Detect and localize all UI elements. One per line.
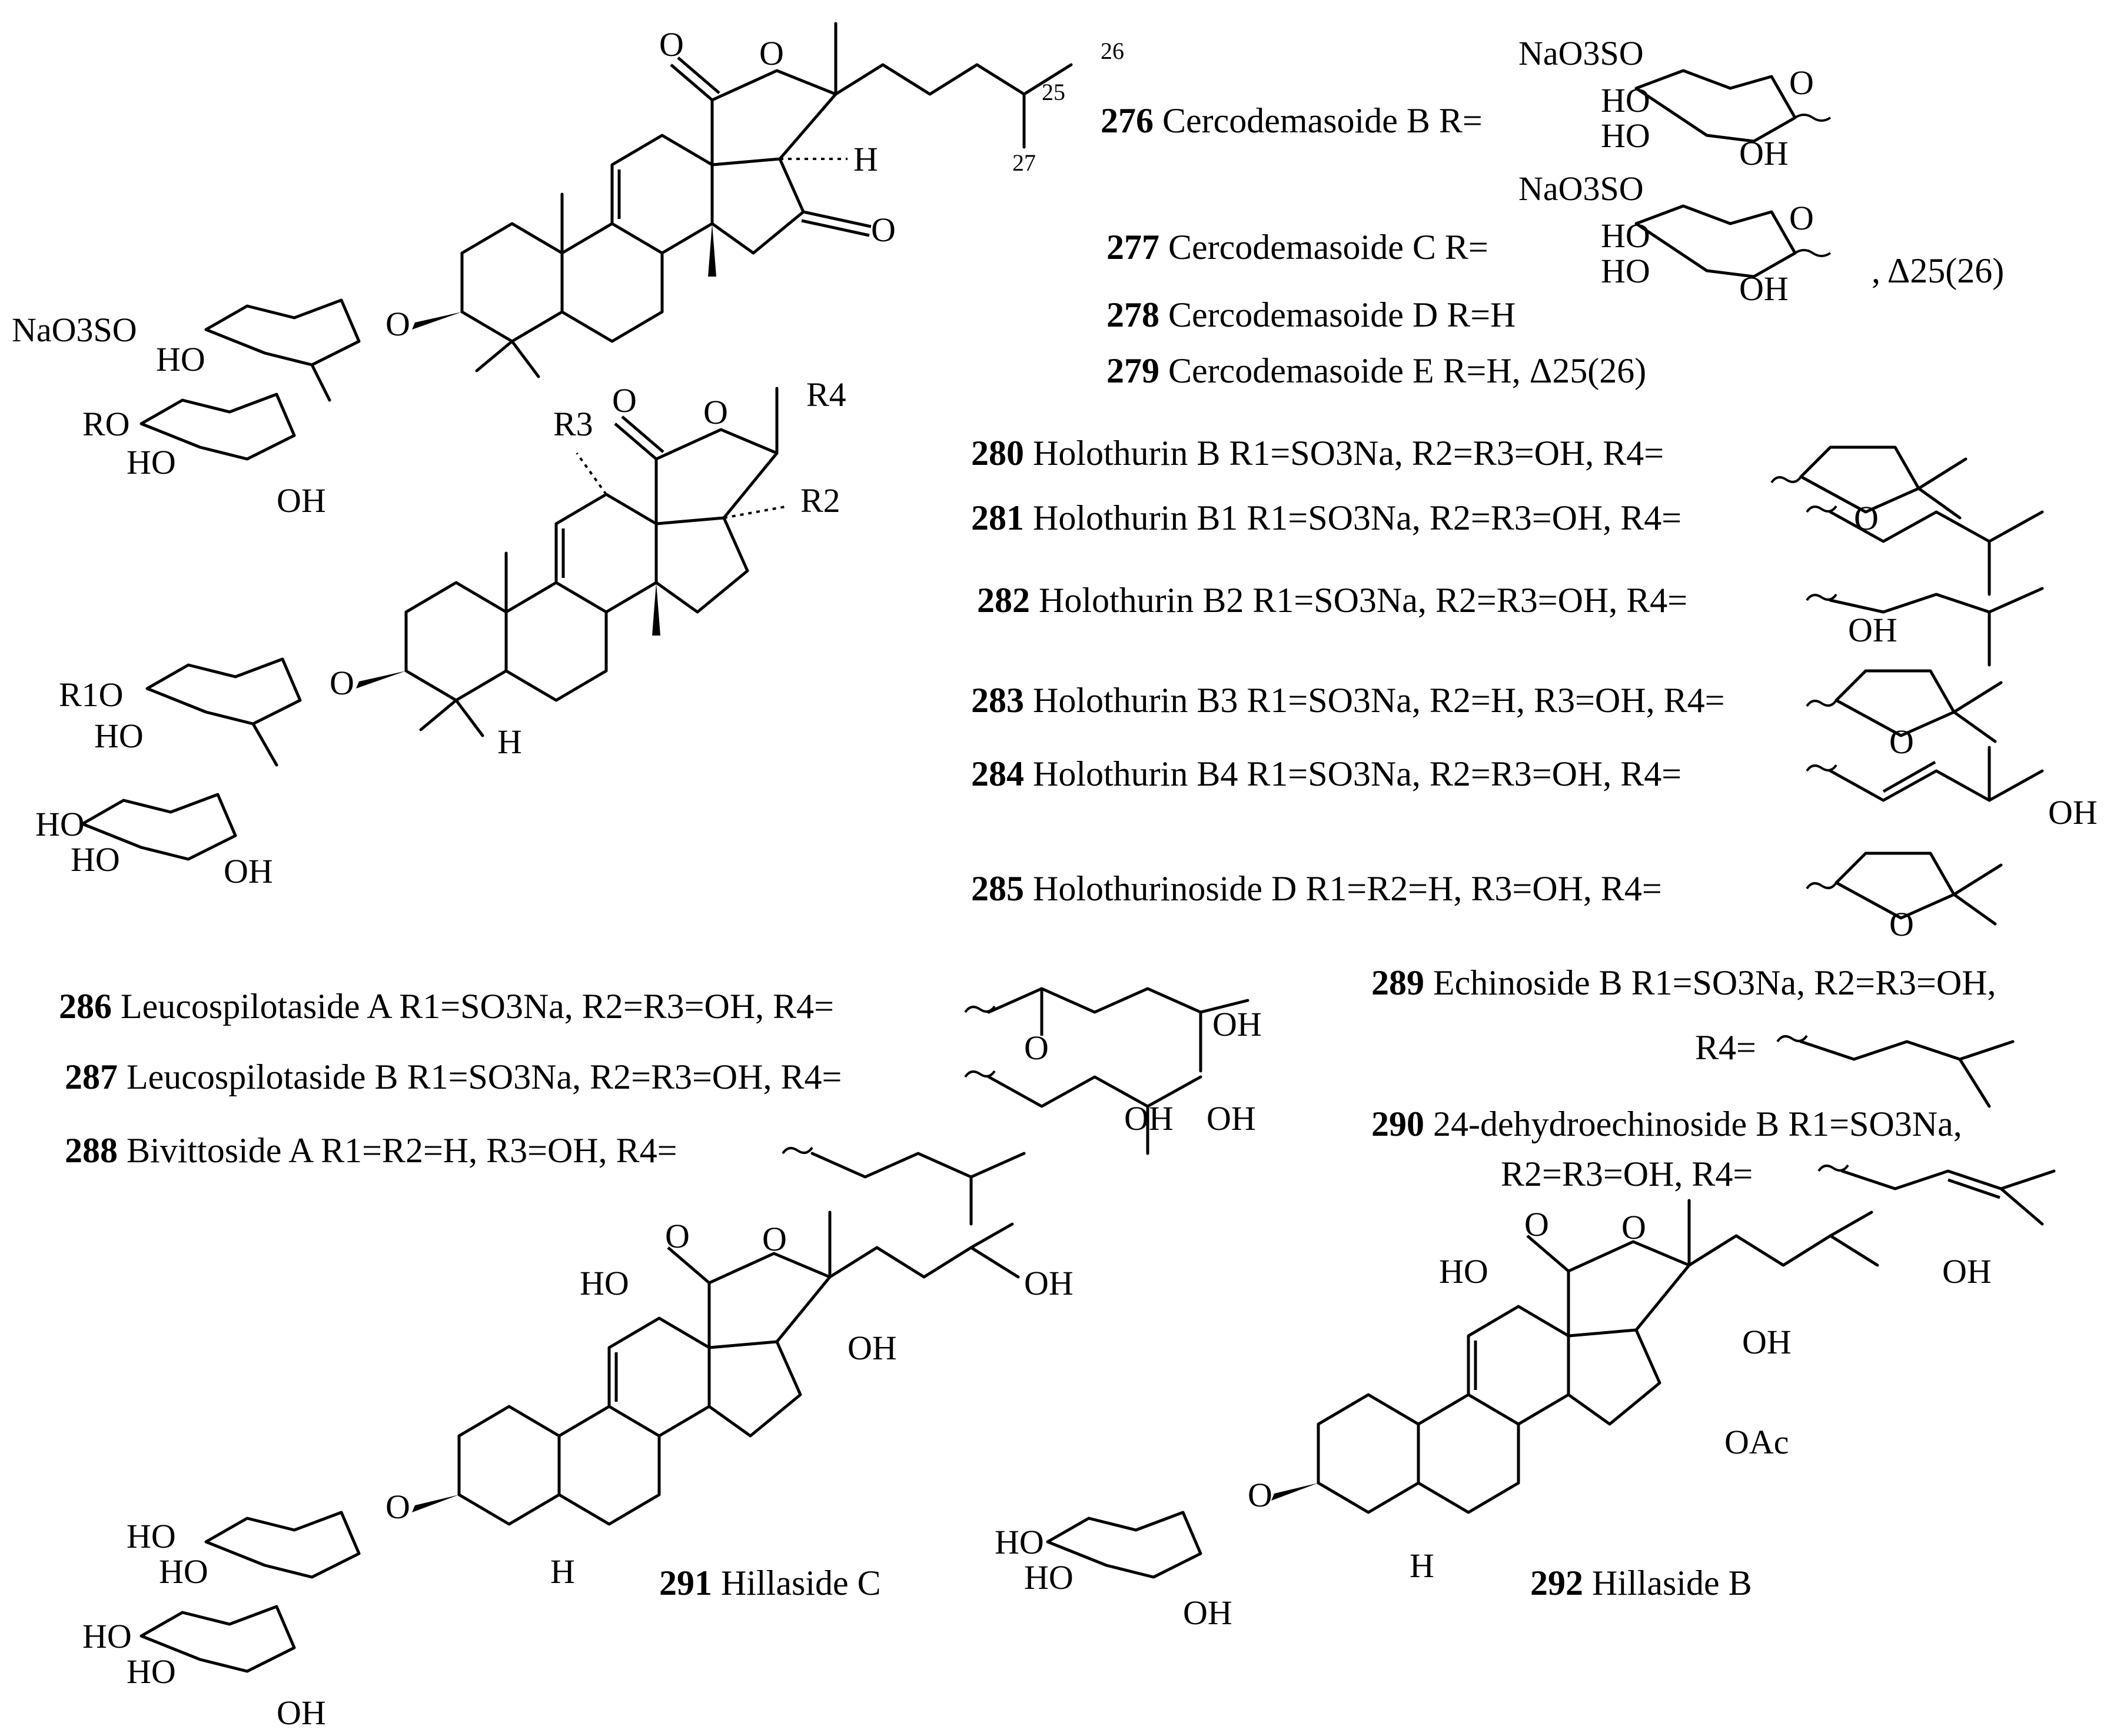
atom-o-277: O xyxy=(1789,199,1814,237)
atom-ho-292: HO xyxy=(1439,1252,1488,1291)
label-c26: 26 xyxy=(1101,38,1124,64)
atom-ho-276b: HO xyxy=(1601,117,1650,155)
label-292: 292 Hillaside B xyxy=(1530,1564,1752,1602)
atom-naso3so-277: NaO3SO xyxy=(1518,169,1644,208)
label-291: 291 Hillaside C xyxy=(659,1564,881,1602)
label-289-r4: R4= xyxy=(1695,1028,1756,1067)
atom-h: H xyxy=(853,140,878,178)
atom-ho-291d: HO xyxy=(82,1617,132,1655)
atom-oh-292c: OH xyxy=(1183,1594,1232,1632)
structure-280-290 xyxy=(81,387,789,861)
atom-o-glyco: O xyxy=(385,305,410,343)
atom-r3: R3 xyxy=(553,405,593,443)
atom-oh-284: OH xyxy=(2048,793,2098,832)
atom-ho-4: HO xyxy=(35,805,85,843)
atom-oh-291c: OH xyxy=(277,1694,326,1732)
atom-o-ring-2: O xyxy=(703,393,728,431)
atom-o-276: O xyxy=(1789,64,1814,102)
atom-ho-2: HO xyxy=(127,443,176,481)
label-284: 284 Holothurin B4 R1=SO3Na, R2=R3=OH, R4… xyxy=(971,754,1681,793)
r-group-fragments xyxy=(782,69,2056,1226)
atom-ho-291: HO xyxy=(580,1264,629,1302)
atom-naso3so: NaO3SO xyxy=(12,311,137,349)
atom-o-291b: O xyxy=(762,1220,787,1258)
structure-292 xyxy=(1046,1199,1879,1579)
atom-o-carbonyl-2: O xyxy=(612,381,637,420)
label-287: 287 Leucospilotaside B R1=SO3Na, R2=R3=O… xyxy=(65,1057,842,1096)
label-280: 280 Holothurin B R1=SO3Na, R2=R3=OH, R4= xyxy=(971,434,1664,473)
atom-o-283: O xyxy=(1889,723,1914,761)
atom-r2: R2 xyxy=(800,481,840,520)
atom-oh-2: OH xyxy=(224,852,273,890)
atom-o-carbonyl: O xyxy=(659,25,684,64)
atom-oh-291a: OH xyxy=(1024,1264,1074,1302)
atom-o-291a: O xyxy=(665,1217,690,1255)
atom-oh-291b: OH xyxy=(848,1329,897,1367)
atom-o-291c: O xyxy=(385,1488,410,1526)
atom-oac-292: OAc xyxy=(1724,1423,1789,1461)
label-281: 281 Holothurin B1 R1=SO3Na, R2=R3=OH, R4… xyxy=(971,498,1681,537)
atom-o-292c: O xyxy=(1248,1476,1272,1514)
atom-naso3so-276: NaO3SO xyxy=(1518,34,1644,72)
atom-ho: HO xyxy=(156,340,205,378)
atom-ho-292c: HO xyxy=(1024,1558,1074,1597)
atom-ho-3: HO xyxy=(94,717,144,755)
structure-276-279 xyxy=(139,22,1073,461)
atom-ho-5: HO xyxy=(71,840,120,879)
label-279: 279 Cercodemasoide E R=H, Δ25(26) xyxy=(1106,351,1646,390)
label-276: 276 Cercodemasoide B R= xyxy=(1101,101,1483,140)
label-277-tail: , Δ25(26) xyxy=(1872,251,2004,290)
label-289: 289 Echinoside B R1=SO3Na, R2=R3=OH, xyxy=(1371,963,1996,1002)
label-c25: 25 xyxy=(1042,79,1065,105)
atom-o-glyco-2: O xyxy=(330,664,354,702)
structure-291 xyxy=(139,1210,1020,1673)
atom-r4: R4 xyxy=(806,375,846,414)
label-290-r2: R2=R3=OH, R4= xyxy=(1501,1155,1753,1193)
atom-o-ring: O xyxy=(759,34,784,72)
label-286: 286 Leucospilotaside A R1=SO3Na, R2=R3=O… xyxy=(59,987,834,1026)
atom-ho-277a: HO xyxy=(1601,217,1650,255)
atom-oh-287a: OH xyxy=(1124,1099,1174,1138)
atom-oh: OH xyxy=(277,481,326,520)
atom-oh-286: OH xyxy=(1212,1005,1262,1043)
atom-o-286: O xyxy=(1024,1029,1049,1067)
label-282: 282 Holothurin B2 R1=SO3Na, R2=R3=OH, R4… xyxy=(977,581,1687,620)
label-277: 277 Cercodemasoide C R= xyxy=(1106,228,1488,267)
atom-ho-277b: HO xyxy=(1601,252,1650,290)
atom-oh-292a: OH xyxy=(1942,1252,1992,1291)
atom-ho-276a: HO xyxy=(1601,81,1650,119)
atom-o-292a: O xyxy=(1524,1205,1549,1243)
label-290: 290 24-dehydroechinoside B R1=SO3Na, xyxy=(1371,1105,1962,1143)
label-285: 285 Holothurinoside D R1=R2=H, R3=OH, R4… xyxy=(971,869,1662,908)
atom-r1o: R1O xyxy=(59,676,124,714)
atom-oh-292b: OH xyxy=(1742,1323,1792,1361)
atom-h-2: H xyxy=(497,723,522,761)
atom-ho-291c: HO xyxy=(159,1552,208,1591)
atom-ho-291e: HO xyxy=(127,1652,176,1691)
atom-ho-292b: HO xyxy=(995,1523,1044,1561)
atom-h-292: H xyxy=(1410,1547,1434,1585)
atom-oh-277: OH xyxy=(1739,270,1789,308)
label-283: 283 Holothurin B3 R1=SO3Na, R2=H, R3=OH,… xyxy=(971,681,1724,720)
atom-oh-282: OH xyxy=(1848,611,1897,649)
atom-o-292b: O xyxy=(1621,1208,1646,1246)
atom-h-291: H xyxy=(550,1552,575,1591)
label-c27: 27 xyxy=(1012,149,1036,176)
atom-ro: RO xyxy=(82,405,130,443)
label-278: 278 Cercodemasoide D R=H xyxy=(1106,295,1516,334)
atom-o-280: O xyxy=(1854,499,1879,537)
atom-ho-291b: HO xyxy=(127,1517,176,1555)
atom-oh-276: OH xyxy=(1739,134,1789,172)
atom-o-ketone: O xyxy=(871,211,896,249)
atom-o-285: O xyxy=(1889,905,1914,943)
label-288: 288 Bivittoside A R1=R2=H, R3=OH, R4= xyxy=(65,1131,677,1170)
atom-oh-287b: OH xyxy=(1207,1099,1256,1138)
